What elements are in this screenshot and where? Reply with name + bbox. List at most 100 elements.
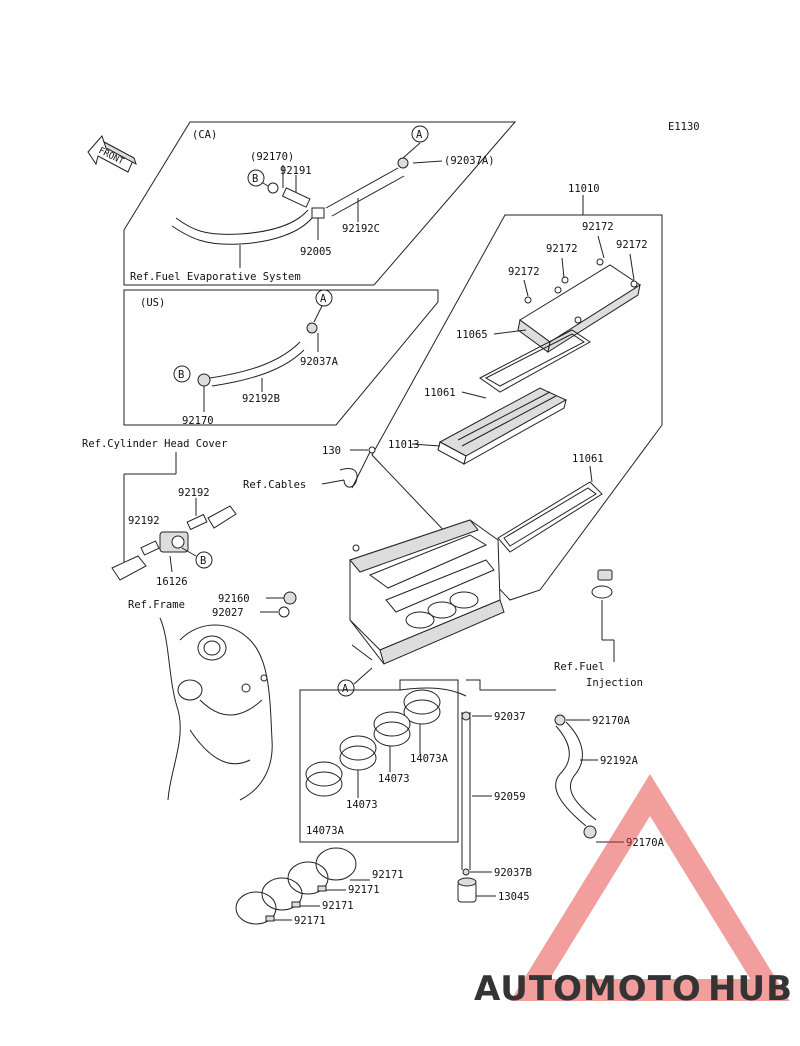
valve-16126 (159, 531, 189, 553)
part-92172-left: 92172 (508, 266, 540, 278)
ca-region-label: (CA) (192, 129, 217, 141)
hose-92192-a (140, 540, 160, 556)
joint-92005 (311, 207, 325, 219)
part-92170a-b: 92170A (626, 837, 665, 849)
part-92037: 92037 (494, 711, 526, 723)
ref-frame: Ref.Frame (128, 599, 185, 611)
part-92170-us: 92170 (182, 415, 214, 427)
sensor-fuel-injection (591, 569, 613, 599)
part-16126: 16126 (156, 576, 188, 588)
part-92027: 92027 (212, 607, 244, 619)
clamp-92171-set (235, 847, 357, 925)
front-arrow-icon: FRONT (87, 135, 137, 173)
collar-92027 (278, 606, 290, 618)
duct-14073a-bottom (305, 761, 343, 797)
part-92170-paren: (92170) (250, 151, 294, 163)
part-92192a: 92192A (600, 755, 639, 767)
part-14073-a: 14073 (378, 773, 410, 785)
svg-text:B: B (200, 555, 206, 567)
hose-92192-b (186, 513, 208, 531)
duct-14073a-top (403, 689, 441, 725)
svg-text:A: A (320, 293, 327, 305)
hose-92191 (281, 187, 311, 208)
part-92171-b: 92171 (348, 884, 380, 896)
part-92171-d: 92171 (294, 915, 326, 927)
ref-fuel-injection-line1: Ref.Fuel (554, 661, 605, 673)
part-92005: 92005 (300, 246, 332, 258)
evaporative-hose (171, 217, 313, 245)
part-11013: 11013 (388, 439, 420, 451)
part-92037a-us: 92037A (300, 356, 339, 368)
part-11010: 11010 (568, 183, 600, 195)
us-detail-box (123, 289, 439, 426)
watermark-logo-triangle (510, 774, 790, 1001)
svg-text:A: A (416, 129, 423, 141)
part-14073-b: 14073 (346, 799, 378, 811)
ref-fuel-injection-line2: Injection (586, 677, 643, 689)
callout-b-ca: B (247, 169, 265, 187)
part-92037b: 92037B (494, 867, 532, 879)
clamp-92037 (461, 711, 471, 721)
svg-text:A: A (342, 683, 349, 695)
part-92191: 92191 (280, 165, 312, 177)
callout-a-us: A (315, 289, 333, 307)
clamp-92170-us (197, 373, 211, 387)
bolt-130 (368, 446, 376, 454)
duct-14073-upper (373, 711, 411, 747)
diagram-code: E1130 (668, 121, 700, 133)
part-92170a-a: 92170A (592, 715, 631, 727)
callout-a-housing: A (337, 679, 355, 697)
part-92160: 92160 (218, 593, 250, 605)
hose-92192a (555, 721, 597, 827)
callout-a-ca: A (411, 125, 429, 143)
hose-92192b (209, 341, 305, 387)
grommet-92160 (283, 591, 297, 605)
clamp-92037a-ca (397, 157, 409, 169)
part-14073a-b: 14073A (306, 825, 345, 837)
svg-text:B: B (178, 369, 184, 381)
part-11061-a: 11061 (424, 387, 456, 399)
joint-left (111, 555, 147, 581)
part-92037a-paren: (92037A) (444, 155, 495, 167)
part-92192b: 92192B (242, 393, 280, 405)
part-92172-top: 92172 (582, 221, 614, 233)
callout-b-us: B (173, 365, 191, 383)
part-92172-mid: 92172 (546, 243, 578, 255)
joint-right (207, 505, 237, 529)
gasket-11065 (479, 329, 591, 393)
part-14073a-a: 14073A (410, 753, 449, 765)
clamp-92037b (462, 868, 470, 876)
watermark-text-hub: HUB (708, 969, 793, 1009)
watermark-text-automoto: AUTOMOTO (474, 969, 702, 1009)
frame-outline (159, 617, 273, 801)
duct-14073-lower (339, 735, 377, 771)
drain-cap-13045 (457, 877, 477, 903)
part-11065: 11065 (456, 329, 488, 341)
duct-group-box (299, 679, 459, 843)
part-92171-c: 92171 (322, 900, 354, 912)
us-region-label: (US) (140, 297, 165, 309)
part-92171-a: 92171 (372, 869, 404, 881)
ca-detail-box (123, 121, 517, 286)
part-92192-a: 92192 (178, 487, 210, 499)
svg-text:B: B (252, 173, 258, 185)
ref-fuel-evaporative-system: Ref.Fuel Evaporative System (130, 271, 301, 283)
part-92192-b: 92192 (128, 515, 160, 527)
gasket-11061 (497, 481, 603, 553)
part-11061-b: 11061 (572, 453, 604, 465)
ref-cylinder-head-cover: Ref.Cylinder Head Cover (82, 438, 227, 450)
air-cleaner-box (371, 214, 663, 601)
part-92192c: 92192C (342, 223, 380, 235)
part-92172-right: 92172 (616, 239, 648, 251)
callout-b-left: B (195, 551, 213, 569)
clamp-92037a-us (306, 322, 318, 334)
clamp-92170a-bottom (583, 825, 597, 839)
filter-element-11013 (438, 387, 568, 457)
part-92059: 92059 (494, 791, 526, 803)
ref-cables: Ref.Cables (243, 479, 306, 491)
hose-92192c (325, 167, 405, 217)
part-13045: 13045 (498, 891, 530, 903)
clamp-92170a-top (554, 714, 566, 726)
part-130: 130 (322, 445, 341, 457)
